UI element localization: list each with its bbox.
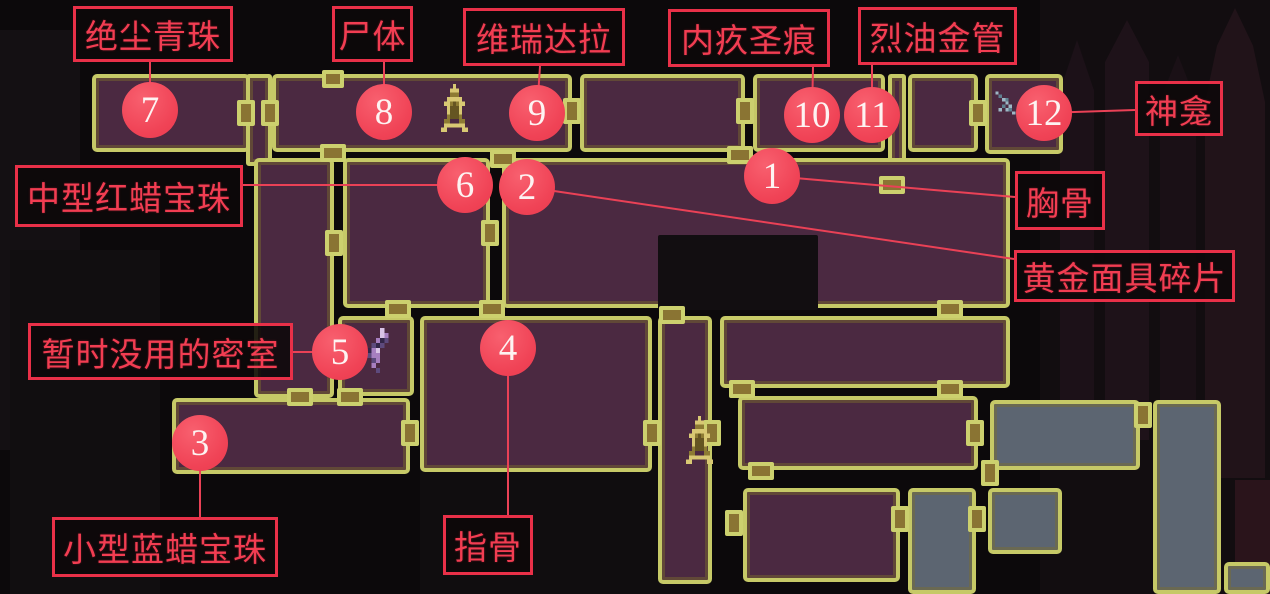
marker-11: 11 <box>844 87 900 143</box>
map-door <box>261 100 279 126</box>
marker-6: 6 <box>437 157 493 213</box>
marker-3: 3 <box>172 415 228 471</box>
map-door <box>727 146 753 164</box>
marker-4: 4 <box>480 320 536 376</box>
marker-8: 8 <box>356 84 412 140</box>
marker-2: 2 <box>499 159 555 215</box>
map-door <box>237 100 255 126</box>
marker-5: 5 <box>312 324 368 380</box>
marker-number: 7 <box>140 89 160 131</box>
map-door <box>643 420 661 446</box>
label-10: 内疚圣痕 <box>668 9 830 67</box>
marker-number: 3 <box>190 422 210 464</box>
map-door <box>879 176 905 194</box>
map-door <box>729 380 755 398</box>
map-door <box>736 98 754 124</box>
marker-number: 11 <box>854 94 890 136</box>
marker-number: 12 <box>1025 92 1063 134</box>
map-door <box>891 506 909 532</box>
map-door <box>481 220 499 246</box>
marker-number: 10 <box>793 94 831 136</box>
map-door <box>287 388 313 406</box>
label-6: 中型红蜡宝珠 <box>15 165 243 227</box>
map-door <box>725 510 743 536</box>
gray-column-c <box>908 488 976 594</box>
gray-corner-e <box>1224 562 1270 594</box>
map-door <box>969 100 987 126</box>
purple-flower-icon <box>363 328 393 378</box>
marker-12: 12 <box>1016 85 1072 141</box>
map-door <box>966 420 984 446</box>
map-door <box>659 306 685 324</box>
map-door <box>479 300 505 318</box>
marker-number: 8 <box>374 91 394 133</box>
map-door <box>1134 402 1152 428</box>
map-door <box>563 98 581 124</box>
gray-room-d <box>988 488 1062 554</box>
map-door <box>320 144 346 162</box>
map-door <box>401 420 419 446</box>
marker-9: 9 <box>509 85 565 141</box>
label-12: 神龛 <box>1135 81 1223 136</box>
gray-room-a <box>990 400 1140 470</box>
label-11: 烈油金管 <box>858 7 1017 65</box>
map-door <box>385 300 411 318</box>
marker-number: 9 <box>527 92 547 134</box>
bottom-room <box>743 488 900 582</box>
label-4: 指骨 <box>443 515 533 575</box>
unexplored-hole <box>658 235 818 310</box>
altar-lamp-icon <box>441 84 468 132</box>
label-7: 绝尘青珠 <box>73 6 233 62</box>
marker-number: 1 <box>762 155 782 197</box>
right-room-lower <box>738 396 978 470</box>
cyan-relic-icon <box>992 88 1022 118</box>
altar-lamp-icon <box>686 416 713 464</box>
map-door <box>748 462 774 480</box>
top-corridor-d <box>908 74 978 152</box>
map-door <box>337 388 363 406</box>
room-4 <box>420 316 652 472</box>
map-door <box>325 230 343 256</box>
map-door <box>937 380 963 398</box>
marker-number: 5 <box>330 331 350 373</box>
marker-10: 10 <box>784 87 840 143</box>
label-3: 小型蓝蜡宝珠 <box>52 517 278 577</box>
map-door <box>981 460 999 486</box>
top-corridor-b <box>580 74 745 152</box>
map-door <box>968 506 986 532</box>
right-room-upper <box>720 316 1010 388</box>
gray-column-b <box>1153 400 1221 594</box>
marker-7: 7 <box>122 82 178 138</box>
marker-number: 4 <box>498 327 518 369</box>
map-door <box>937 300 963 318</box>
label-2: 黄金面具碎片 <box>1014 250 1235 302</box>
marker-number: 2 <box>517 166 537 208</box>
label-8: 尸体 <box>332 6 413 62</box>
marker-1: 1 <box>744 148 800 204</box>
label-5: 暂时没用的密室 <box>28 323 293 380</box>
marker-number: 6 <box>455 164 475 206</box>
label-9: 维瑞达拉 <box>463 8 625 66</box>
label-1: 胸骨 <box>1015 171 1105 230</box>
map-door <box>322 70 344 88</box>
